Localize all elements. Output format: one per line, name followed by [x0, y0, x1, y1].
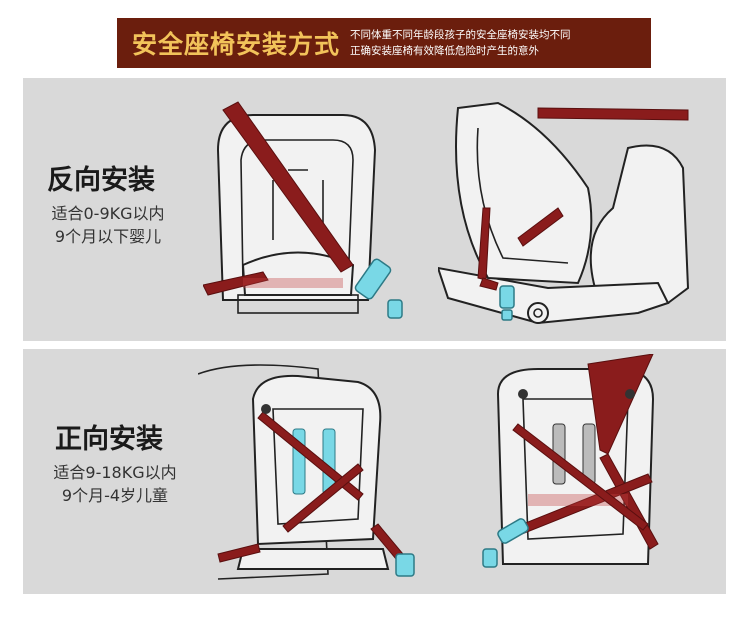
forward-facing-description: 适合9-18KG以内 9个月-4岁儿童 [35, 461, 195, 507]
banner-subtitle-line1: 不同体重不同年龄段孩子的安全座椅安装均不同 [350, 29, 571, 41]
rear-facing-seat-front-illustration [203, 101, 403, 319]
banner-subtitle: 不同体重不同年龄段孩子的安全座椅安装均不同 正确安装座椅有效降低危险时产生的意外 [350, 27, 571, 59]
forward-facing-seat-front-illustration [482, 354, 659, 568]
rear-facing-seat-side-illustration [438, 101, 690, 325]
header-banner: 安全座椅安装方式 不同体重不同年龄段孩子的安全座椅安装均不同 正确安装座椅有效降… [117, 18, 651, 68]
rear-facing-panel: 反向安装 适合0-9KG以内 9个月以下婴儿 [23, 78, 726, 341]
forward-facing-seat-car-illustration [198, 364, 415, 580]
forward-facing-title: 正向安装 [55, 424, 163, 455]
rear-facing-desc-line1: 适合0-9KG以内 [51, 204, 165, 223]
rear-facing-desc-line2: 9个月以下婴儿 [54, 227, 162, 246]
rear-facing-description: 适合0-9KG以内 9个月以下婴儿 [33, 202, 183, 248]
forward-facing-desc-line2: 9个月-4岁儿童 [61, 486, 169, 505]
forward-facing-desc-line1: 适合9-18KG以内 [53, 463, 177, 482]
banner-title: 安全座椅安装方式 [132, 30, 341, 59]
rear-facing-title: 反向安装 [47, 165, 155, 196]
banner-subtitle-line2: 正确安装座椅有效降低危险时产生的意外 [350, 45, 540, 57]
forward-facing-panel: 正向安装 适合9-18KG以内 9个月-4岁儿童 [23, 349, 726, 594]
